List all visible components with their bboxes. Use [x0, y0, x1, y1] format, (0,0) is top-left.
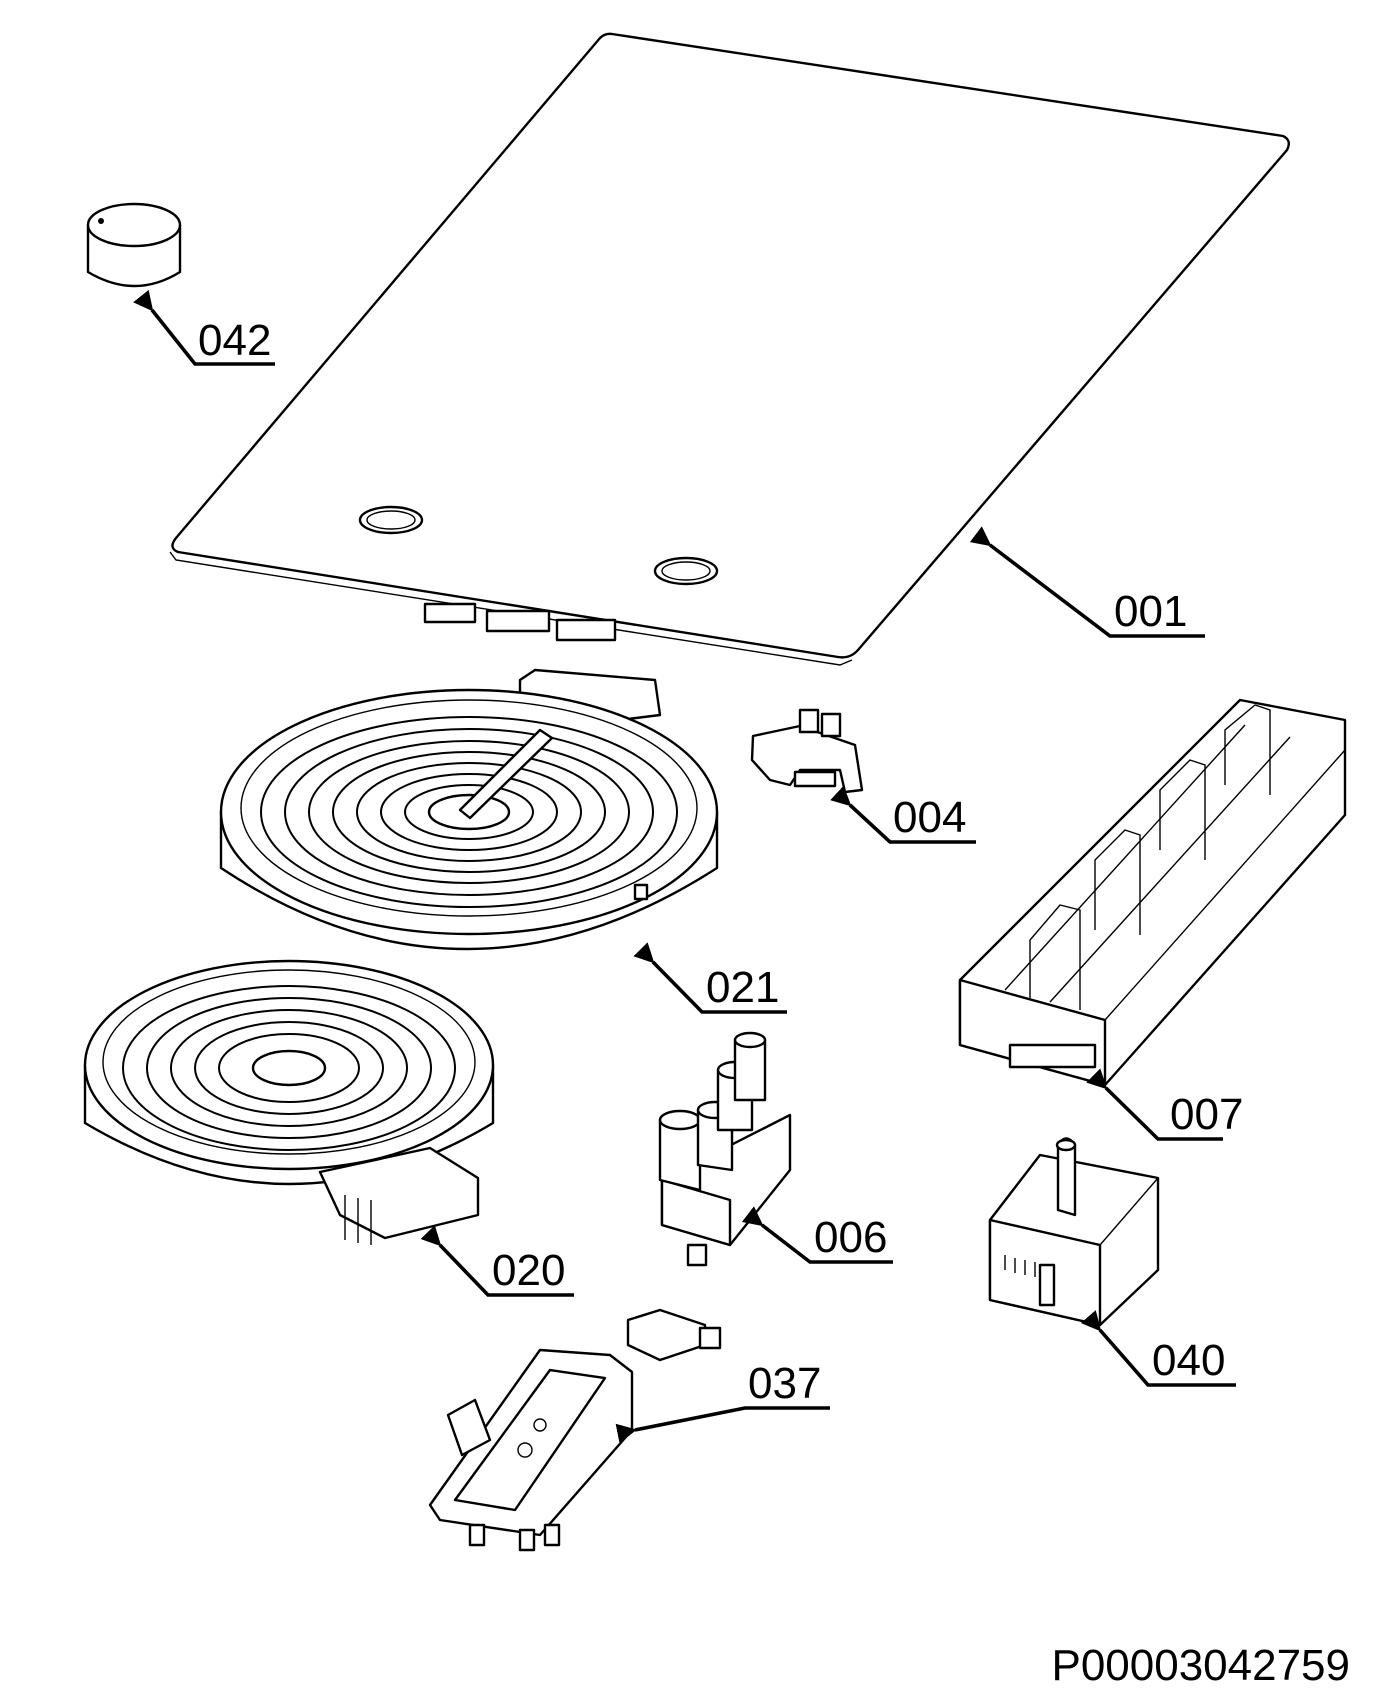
callout-037: 037	[615, 1359, 830, 1444]
document-id: P00003042759	[1051, 1641, 1350, 1690]
callout-label: 004	[893, 793, 966, 842]
callout-006: 006	[741, 1206, 893, 1264]
part-021-large-heating-element	[219, 668, 719, 951]
part-042-knob	[86, 202, 182, 288]
callout-042: 042	[133, 289, 275, 366]
callout-label: 021	[706, 963, 779, 1012]
callout-label: 007	[1170, 1090, 1243, 1139]
part-020-small-heating-element	[83, 959, 495, 1245]
callout-040: 040	[1080, 1310, 1236, 1387]
callout-label: 042	[198, 316, 271, 365]
part-040-regulator	[988, 1137, 1160, 1327]
callout-label: 037	[748, 1359, 821, 1408]
callout-label: 006	[814, 1213, 887, 1262]
callout-021: 021	[633, 942, 787, 1014]
callout-007: 007	[1086, 1068, 1243, 1141]
callout-001: 001	[969, 526, 1205, 638]
callout-label: 001	[1114, 587, 1187, 636]
callout-020: 020	[420, 1225, 574, 1297]
callout-label: 020	[492, 1246, 565, 1295]
callout-label: 040	[1152, 1336, 1225, 1385]
part-004-clip	[750, 708, 864, 794]
part-007-support-bracket	[958, 698, 1347, 1087]
callout-004: 004	[830, 785, 976, 844]
part-037-limiter-bracket	[428, 1308, 722, 1552]
part-001-hob-top	[169, 32, 1290, 666]
